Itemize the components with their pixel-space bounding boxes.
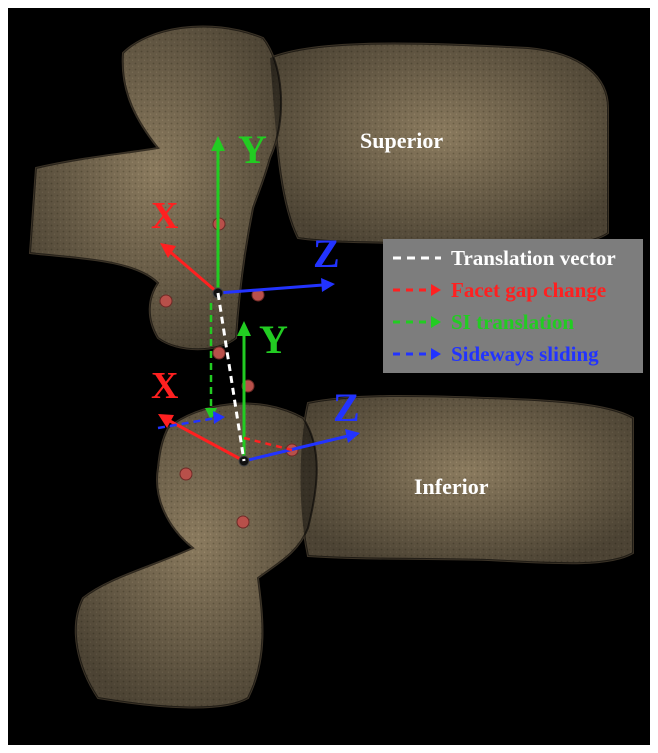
inferior-vertebra (76, 396, 633, 707)
marker (160, 295, 172, 307)
legend-item-sideways-sliding: Sideways sliding (391, 341, 599, 367)
inferior-x-label: X (151, 364, 178, 408)
vertebrae-illustration (8, 8, 650, 745)
inferior-y-label: Y (259, 316, 288, 363)
legend-item-si-translation: SI translation (391, 309, 574, 335)
legend-dashed-arrow-icon (391, 346, 443, 362)
superior-x-label: X (151, 194, 178, 238)
legend-dashed-line-icon (391, 250, 443, 266)
superior-y-label: Y (238, 126, 267, 173)
legend-item-facet-gap-change: Facet gap change (391, 277, 606, 303)
inferior-z-label: Z (333, 384, 360, 431)
legend-dashed-arrow-icon (391, 314, 443, 330)
legend-label: Facet gap change (451, 278, 606, 303)
rendered-scene: Y X Z Y X Z Superior Inferior Translatio… (8, 8, 650, 745)
marker (213, 347, 225, 359)
legend-dashed-arrow-icon (391, 282, 443, 298)
legend-item-translation-vector: Translation vector (391, 245, 616, 271)
legend-box: Translation vector Facet gap change SI t… (383, 239, 643, 373)
legend-label: Translation vector (451, 246, 616, 271)
marker (180, 468, 192, 480)
marker (237, 516, 249, 528)
inferior-label: Inferior (414, 474, 489, 500)
legend-label: SI translation (451, 310, 574, 335)
superior-z-label: Z (313, 230, 340, 277)
superior-label: Superior (360, 128, 443, 154)
legend-label: Sideways sliding (451, 342, 599, 367)
